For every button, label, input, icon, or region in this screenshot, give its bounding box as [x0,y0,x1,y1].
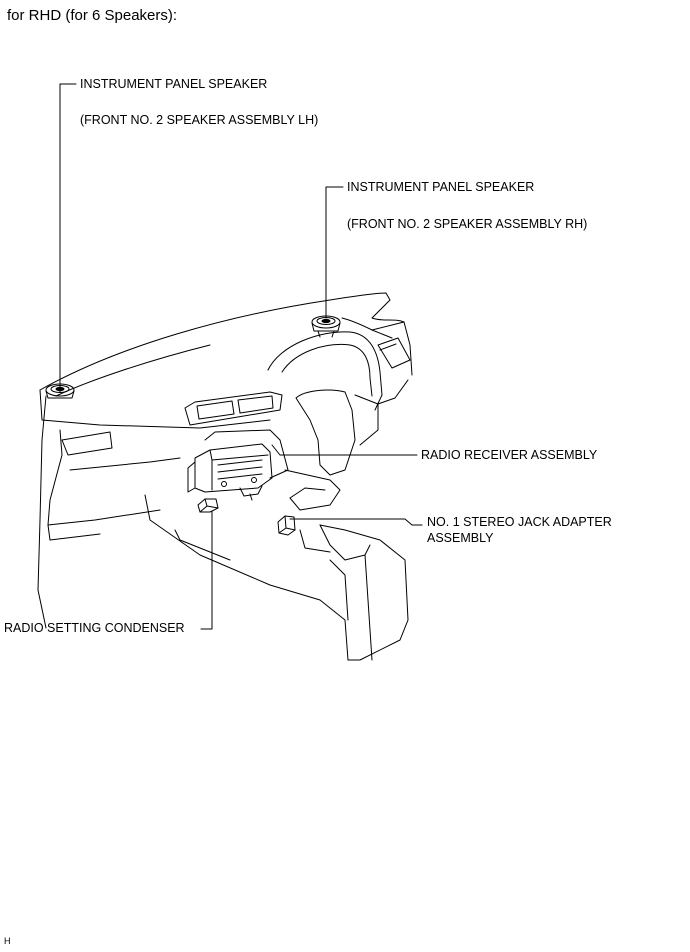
speaker-lh [45,383,75,399]
diagram-title: for RHD (for 6 Speakers): [7,7,178,24]
label-radio-receiver: RADIO RECEIVER ASSEMBLY [421,448,598,462]
leader-speaker-lh [59,83,77,393]
speaker-rh [311,315,341,338]
radio-setting-condenser [197,498,219,513]
label-jack-adapter-line1: NO. 1 STEREO JACK ADAPTER [427,515,612,529]
leader-radio-receiver [271,444,418,456]
dashboard-outline [37,292,413,661]
leader-condenser [200,510,213,630]
label-speaker-rh-part: (FRONT NO. 2 SPEAKER ASSEMBLY RH) [347,217,588,231]
leader-jack-adapter [289,518,423,526]
leader-speaker-rh [325,186,344,319]
corner-code: H [4,936,11,946]
radio-receiver [187,443,273,501]
label-speaker-lh-part: (FRONT NO. 2 SPEAKER ASSEMBLY LH) [80,113,319,127]
label-jack-adapter-line2: ASSEMBLY [427,531,494,545]
leader-lines [59,83,423,630]
label-speaker-rh-name: INSTRUMENT PANEL SPEAKER [347,180,535,194]
stereo-jack-adapter [277,515,296,536]
label-radio-setting-condenser: RADIO SETTING CONDENSER [4,621,185,635]
label-speaker-lh-name: INSTRUMENT PANEL SPEAKER [80,77,268,91]
